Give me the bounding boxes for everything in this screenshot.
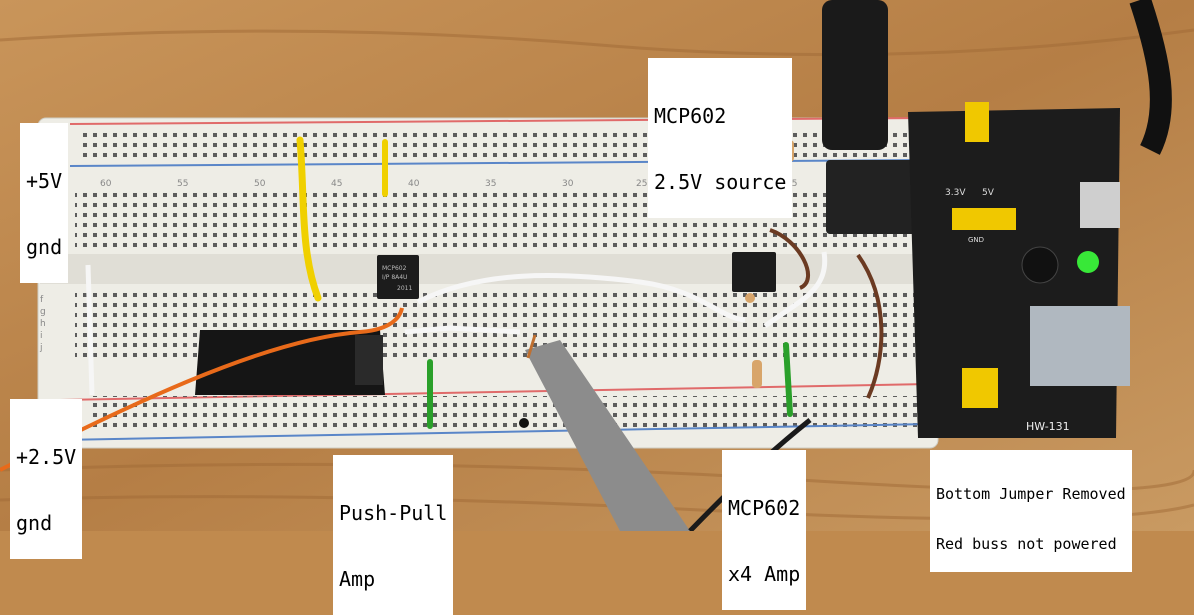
resistor xyxy=(745,293,755,303)
jumper-top xyxy=(965,102,989,142)
scope-probe xyxy=(525,340,690,531)
col-num: 50 xyxy=(254,179,266,189)
label-mcp602-amp: MCP602 x4 Amp xyxy=(722,450,807,610)
svg-text:2011: 2011 xyxy=(397,285,412,292)
svg-text:I/P 8A4U: I/P 8A4U xyxy=(382,274,407,281)
power-led xyxy=(1077,251,1099,273)
jumper-mid xyxy=(952,208,1016,230)
col-num: 30 xyxy=(562,179,574,189)
col-num: 45 xyxy=(331,179,342,189)
resistor xyxy=(752,360,762,388)
label-mcp602-source: MCP602 2.5V source xyxy=(648,58,793,218)
heatsink-tab xyxy=(355,335,383,385)
capacitor xyxy=(1021,246,1059,284)
label-jumper-note: Bottom Jumper Removed Red buss not power… xyxy=(930,450,1132,572)
row-letter: g xyxy=(40,307,46,317)
col-num: 40 xyxy=(408,179,420,189)
white-wire-rail xyxy=(85,264,95,396)
power-cable-right xyxy=(1129,0,1172,155)
power-module: 3.3V 5V GND HW-131 xyxy=(908,102,1130,438)
svg-text:HW-131: HW-131 xyxy=(1026,420,1070,433)
yellow-wire-long xyxy=(296,136,322,302)
label-rail-top: +5V gnd xyxy=(20,123,69,283)
white-wire-right xyxy=(763,251,828,329)
col-num: 55 xyxy=(177,179,188,189)
jumper-bottom xyxy=(962,368,998,408)
mcp602-left-chip: MCP602 I/P 8A4U 2011 xyxy=(377,255,419,299)
col-num: 35 xyxy=(485,179,496,189)
col-num: 60 xyxy=(100,179,112,189)
green-wire-right xyxy=(783,342,793,417)
svg-text:3.3V: 3.3V xyxy=(945,188,966,198)
row-letter: f xyxy=(40,295,44,305)
col-num: 25 xyxy=(636,179,647,189)
row-letter: h xyxy=(40,319,46,329)
mcp602-right-chip xyxy=(732,252,776,292)
label-rail-bottom: +2.5V gnd xyxy=(10,399,83,559)
white-wire-probe xyxy=(404,325,521,335)
svg-text:GND: GND xyxy=(968,236,984,244)
white-wire-long xyxy=(416,272,746,323)
probe-ground xyxy=(519,418,529,428)
row-letter: j xyxy=(39,343,43,353)
dc-jack-body xyxy=(826,160,916,234)
row-letter: i xyxy=(40,331,43,341)
brown-wire-2 xyxy=(856,253,884,399)
svg-text:5V: 5V xyxy=(982,188,995,198)
push-pull-bracket xyxy=(195,330,385,395)
brown-wire-1 xyxy=(769,228,811,290)
usb-port xyxy=(1030,306,1130,386)
dc-jack-cable xyxy=(822,0,888,150)
power-switch xyxy=(1080,182,1120,228)
probe-tip xyxy=(526,334,537,359)
bottom-blue-rail-line xyxy=(59,423,931,441)
svg-text:MCP602: MCP602 xyxy=(382,265,407,272)
label-push-pull: Push-Pull Amp xyxy=(333,455,454,615)
